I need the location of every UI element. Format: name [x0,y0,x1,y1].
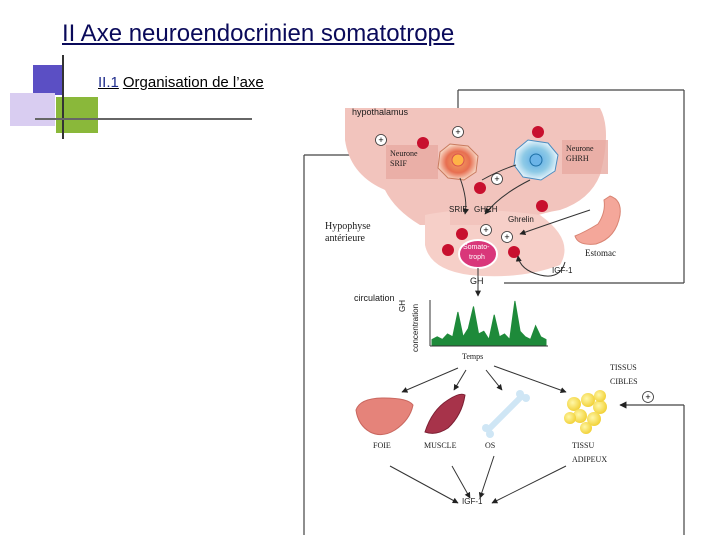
label-neurone-srif-2: SRIF [390,159,407,168]
arrow-muscle-to-igf1 [451,465,471,499]
red-dot [508,246,520,258]
plus-marker-hypo-left: + [375,134,387,146]
pituitary-stalk [450,195,490,225]
neurone-ghrh-box [562,140,608,174]
arrow-bone-to-igf1 [478,455,495,499]
label-foie: FOIE [373,441,391,450]
igf1-loop-arrow [515,255,566,277]
bone-icon [482,390,530,438]
red-dot [442,244,454,256]
label-concentration-axis: concentration [411,303,420,352]
label-os: OS [485,441,496,450]
label-temps: Temps [462,352,484,361]
stomach-icon [574,195,621,245]
label-hypophyse-2: antérieure [325,233,365,244]
label-hypothalamus: hypothalamus [352,107,409,117]
subtitle-text: Organisation de l’axe [122,74,264,91]
slide-title: II Axe neuroendocrinien somatotrope [62,20,455,47]
pituitary-region [425,210,565,277]
svg-text:+: + [378,135,383,145]
red-dot [532,126,544,138]
label-tissu: TISSU [572,441,595,450]
neurone-srif-box [386,145,438,179]
label-tissus: TISSUS [610,363,637,372]
deco-line-vertical [62,55,64,139]
label-neurone-ghrh-1: Neurone [566,144,594,153]
label-neurone-ghrh-2: GHRH [566,154,589,163]
svg-text:+: + [494,174,499,184]
arrow-to-bone [485,369,503,391]
plus-marker-pituitary: + [480,224,492,236]
svg-text:+: + [483,225,488,235]
gh-concentration-curve [431,300,547,346]
srif-ghrh-link [481,164,517,181]
srif-neuron-nucleus [451,153,465,167]
label-cibles: CIBLES [610,377,638,386]
ghrelin-arrow [519,209,591,236]
label-gh-axis: GH [398,300,407,312]
arrow-to-liver [401,367,459,393]
svg-text:+: + [504,232,509,242]
label-srif: SRIF [449,205,468,214]
red-dot [456,228,468,240]
label-adipeux: ADIPEUX [572,455,608,464]
liver-icon [355,397,414,436]
deco-square-lilac [10,93,55,126]
subtitle-number: II.1 [98,74,119,91]
plus-marker-adipose: + [642,391,654,403]
label-igf1-bottom: IGF-1 [462,497,483,506]
adipose-cells-icon [564,390,607,434]
deco-line-horizontal [35,118,252,120]
label-ghrh: GHRH [474,205,498,214]
label-circulation: circulation [354,293,395,303]
red-dot [417,137,429,149]
label-igf1-loop: IGF-1 [552,266,573,275]
label-muscle: MUSCLE [424,441,457,450]
plus-marker-hypo-top: + [452,126,464,138]
ghrh-axon [484,179,531,215]
label-somatotroph-1: Somato- [463,244,490,251]
ghrh-neuron-nucleus [529,153,543,167]
red-dot [536,200,548,212]
label-neurone-srif-1: Neurone [390,149,418,158]
plus-marker-ghrelin: + [501,231,513,243]
arrow-liver-to-igf1 [389,465,459,504]
label-ghrelin: Ghrelin [508,215,534,224]
label-somatotroph-2: troph [469,254,485,261]
arrow-to-muscle [453,369,467,391]
deco-square-purple [33,65,63,95]
red-dot [474,182,486,194]
plus-marker-ghrh: + [491,173,503,185]
label-estomac: Estomac [585,248,616,258]
arrow-adipose-to-igf1 [491,465,567,504]
label-gh: GH [470,276,484,286]
srif-axon [459,177,470,215]
label-hypophyse-1: Hypophyse [325,221,371,232]
muscle-icon [424,393,466,434]
arrow-to-adipose [493,365,567,393]
svg-text:+: + [645,392,650,402]
svg-text:+: + [455,127,460,137]
